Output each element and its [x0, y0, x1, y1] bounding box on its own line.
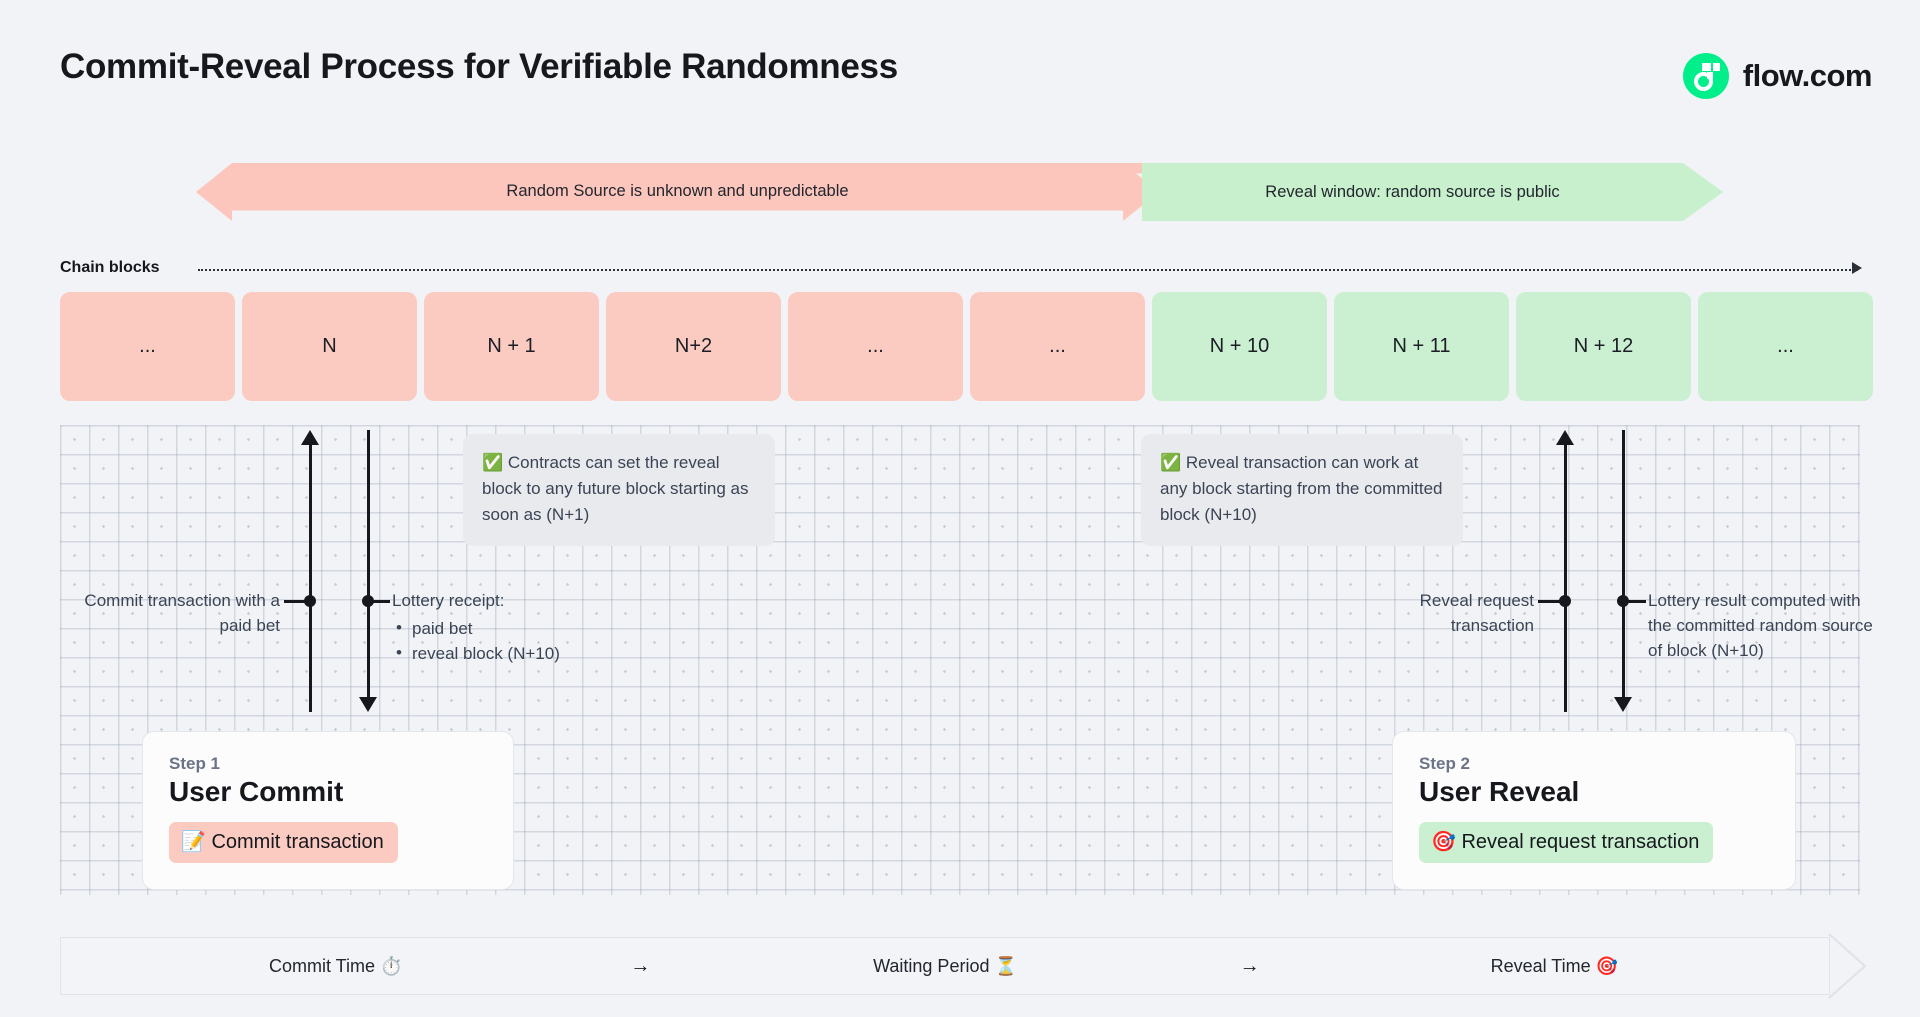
step-chip-reveal-request-transaction[interactable]: 🎯 Reveal request transaction: [1419, 822, 1714, 863]
step-card-user-reveal[interactable]: Step 2 User Reveal 🎯 Reveal request tran…: [1392, 731, 1796, 890]
block-cell[interactable]: N + 1: [424, 292, 599, 401]
timeline-segment-reveal-time: Reveal Time 🎯: [1490, 955, 1619, 976]
list-item: paid bet: [392, 616, 652, 642]
commit-arrow-line: [309, 443, 312, 712]
block-cell[interactable]: N + 11: [1334, 292, 1509, 401]
commit-arrow-dot-icon: [304, 595, 316, 607]
annotation-commit-transaction: Commit transaction with a paid bet: [84, 591, 280, 635]
reveal-arrow-line: [1564, 443, 1567, 712]
timeline-segment-waiting-period: Waiting Period ⏳: [873, 955, 1017, 976]
receipt-arrow-line: [367, 430, 370, 699]
timeline-arrow-icon: →: [630, 954, 651, 977]
timeline-arrow-icon: →: [1239, 954, 1260, 977]
chain-axis-arrow-icon: [1852, 262, 1862, 274]
annotation-lottery-receipt: Lottery receipt: paid bet reveal block (…: [392, 589, 652, 667]
commit-arrow-head-icon: [301, 430, 319, 445]
block-cell[interactable]: N + 12: [1516, 292, 1691, 401]
timeline-segment-commit-time: Commit Time ⏱️: [268, 955, 403, 976]
phase-banner-reveal-label: Reveal window: random source is public: [1265, 182, 1560, 201]
reveal-arrow-dot-icon: [1559, 595, 1571, 607]
block-cell[interactable]: N: [242, 292, 417, 401]
annotation-lottery-receipt-title: Lottery receipt:: [392, 591, 505, 610]
annotation-lottery-result: Lottery result computed with the committ…: [1648, 591, 1873, 660]
block-cell[interactable]: N + 10: [1152, 292, 1327, 401]
annotation-lottery-receipt-list: paid bet reveal block (N+10): [392, 616, 652, 667]
step-kicker: Step 2: [1419, 754, 1471, 773]
reveal-arrow-head-icon: [1556, 430, 1574, 445]
result-arrow-stub: [1624, 600, 1646, 603]
list-item: reveal block (N+10): [392, 641, 652, 667]
receipt-arrow-dot-icon: [362, 595, 374, 607]
timeline-end-arrow-icon: [1828, 933, 1867, 999]
annotation-reveal-request: Reveal request transaction: [1419, 591, 1534, 635]
result-arrow-dot-icon: [1617, 595, 1629, 607]
result-arrow-line: [1622, 430, 1625, 699]
commit-arrow-stub: [284, 600, 310, 603]
bottom-timeline: Commit Time ⏱️ → Waiting Period ⏳ → Reve…: [60, 937, 1830, 995]
block-cell[interactable]: ...: [60, 292, 235, 401]
block-cell[interactable]: ...: [788, 292, 963, 401]
brand-name: flow.com: [1742, 58, 1873, 93]
result-arrow-head-icon: [1614, 697, 1632, 712]
step-title: User Commit: [169, 776, 344, 807]
phase-banner-unknown: Random Source is unknown and unpredictab…: [196, 163, 1159, 221]
phase-banner-reveal: Reveal window: random source is public: [1142, 163, 1723, 221]
block-cell[interactable]: ...: [1698, 292, 1873, 401]
chain-blocks-row: ... N N + 1 N+2 ... ... N + 10 N + 11 N …: [60, 292, 1873, 401]
receipt-arrow-head-icon: [359, 697, 377, 712]
receipt-arrow-stub: [368, 600, 390, 603]
reveal-arrow-stub: [1538, 600, 1565, 603]
chain-axis-line: [198, 269, 1858, 271]
brand-logo: flow.com: [1682, 53, 1873, 99]
step-title: User Reveal: [1419, 776, 1580, 807]
step-card-user-commit[interactable]: Step 1 User Commit 📝 Commit transaction: [142, 731, 514, 890]
step-kicker: Step 1: [169, 754, 221, 773]
page-title: Commit-Reveal Process for Verifiable Ran…: [60, 47, 898, 86]
chain-blocks-label: Chain blocks: [60, 259, 160, 276]
block-cell[interactable]: ...: [970, 292, 1145, 401]
step-chip-commit-transaction[interactable]: 📝 Commit transaction: [169, 822, 398, 863]
callout-contracts-reveal-block: ✅ Contracts can set the reveal block to …: [463, 434, 775, 546]
flow-logo-icon: [1682, 53, 1729, 99]
phase-banner-unknown-label: Random Source is unknown and unpredictab…: [506, 181, 849, 200]
callout-reveal-transaction: ✅ Reveal transaction can work at any blo…: [1141, 434, 1463, 546]
block-cell[interactable]: N+2: [606, 292, 781, 401]
